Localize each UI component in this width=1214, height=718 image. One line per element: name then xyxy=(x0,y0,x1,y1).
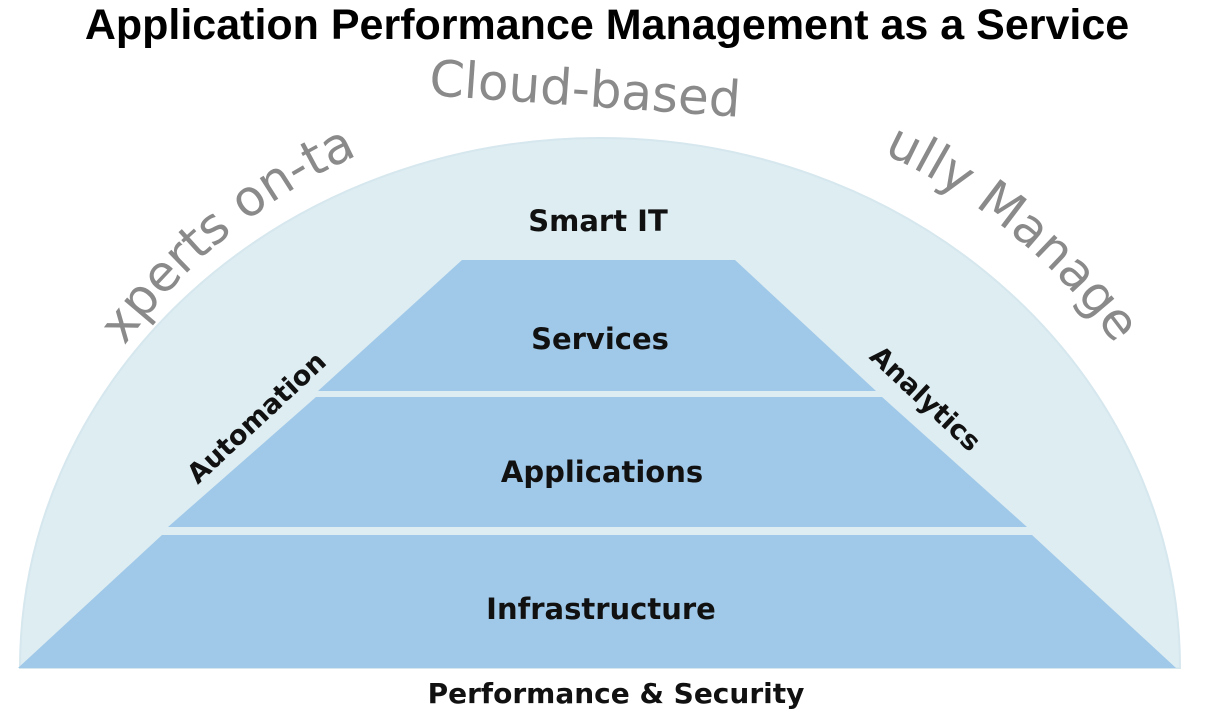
diagram-title: Application Performance Management as a … xyxy=(84,1,1130,49)
layer-applications xyxy=(168,397,1027,527)
base-label: Performance & Security xyxy=(428,677,805,710)
layer-label-applications: Applications xyxy=(501,455,703,489)
layer-label-infrastructure: Infrastructure xyxy=(486,592,716,626)
arc-label-top: Cloud-based xyxy=(428,49,743,129)
layer-label-services: Services xyxy=(531,322,669,356)
apex-label: Smart IT xyxy=(528,204,668,238)
layer-services xyxy=(318,260,876,391)
layer-infrastructure xyxy=(18,535,1176,668)
